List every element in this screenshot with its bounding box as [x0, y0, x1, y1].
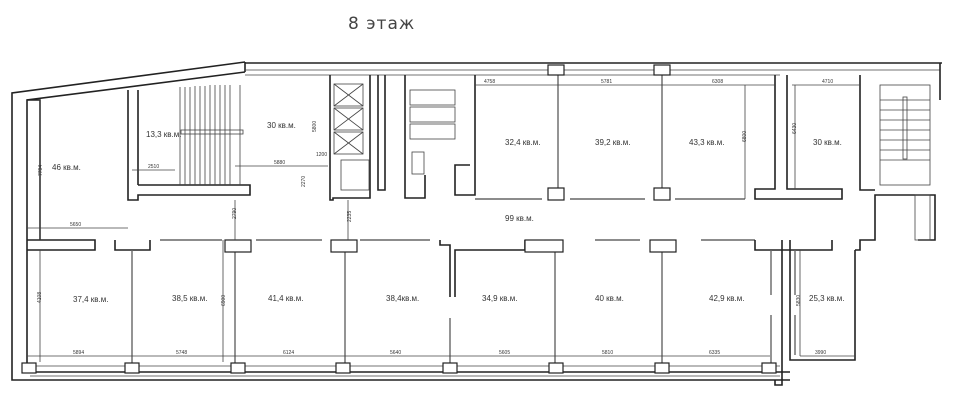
dimension-label: 7794: [38, 165, 44, 176]
corridor-walls-lower: [27, 239, 833, 370]
toilets: [409, 89, 456, 175]
room-area-label: 30 кв.м.: [267, 121, 296, 130]
dimension-label: 6308: [712, 79, 723, 85]
dimension-label: 1200: [316, 152, 327, 158]
dimension-label: 5830: [796, 295, 802, 306]
elevator-shafts: [333, 83, 370, 191]
stairs-right: [879, 84, 931, 241]
dimension-label: 3990: [815, 350, 826, 356]
dimension-label: 5748: [176, 350, 187, 356]
dimension-label: 6900: [221, 295, 227, 306]
dimension-label: 6800: [742, 131, 748, 142]
dimension-label: 6430: [792, 123, 798, 134]
dimension-label: 5880: [274, 160, 285, 166]
room-area-label: 40 кв.м.: [595, 294, 624, 303]
room-area-label: 38,4кв.м.: [386, 294, 419, 303]
dimension-label: 2270: [301, 176, 307, 187]
room-area-label: 41,4 кв.м.: [268, 294, 304, 303]
room-area-label: 34,9 кв.м.: [482, 294, 518, 303]
dimension-label: 5800: [312, 121, 318, 132]
room-area-label: 13,3 кв.м.: [146, 130, 182, 139]
dimension-label: 2235: [347, 211, 353, 222]
room-area-label: 32,4 кв.м.: [505, 138, 541, 147]
dimension-lines: [27, 84, 860, 362]
room-area-label: 38,5 кв.м.: [172, 294, 208, 303]
dimension-label: 5894: [73, 350, 84, 356]
floor-title: 8 этаж: [348, 14, 416, 34]
room-area-label: 30 кв.м.: [813, 138, 842, 147]
stairs-left: [180, 85, 244, 185]
room-area-label: 37,4 кв.м.: [73, 295, 109, 304]
dimension-label: 4710: [822, 79, 833, 85]
dimension-label: 5810: [602, 350, 613, 356]
room-area-label: 25,3 кв.м.: [809, 294, 845, 303]
dimension-label: 4108: [37, 292, 43, 303]
dimension-label: 6124: [283, 350, 294, 356]
partitions-lower: [131, 250, 796, 370]
dimension-label: 2790: [232, 208, 238, 219]
interior-walls: [21, 64, 931, 374]
room-area-label: 42,9 кв.м.: [709, 294, 745, 303]
corridor-area-label: 99 кв.м.: [505, 214, 534, 223]
room-area-label: 39,2 кв.м.: [595, 138, 631, 147]
dimension-label: 5640: [390, 350, 401, 356]
room-area-label: 46 кв.м.: [52, 163, 81, 172]
columns: [21, 64, 777, 374]
dimension-label: 5650: [70, 222, 81, 228]
dimension-label: 4758: [484, 79, 495, 85]
room-area-label: 43,3 кв.м.: [689, 138, 725, 147]
dimension-label: 5605: [499, 350, 510, 356]
dimension-label: 6335: [709, 350, 720, 356]
outer-walls: [11, 61, 942, 386]
partitions-upper: [475, 75, 745, 200]
dimension-label: 5781: [601, 79, 612, 85]
dimension-label: 2510: [148, 164, 159, 170]
